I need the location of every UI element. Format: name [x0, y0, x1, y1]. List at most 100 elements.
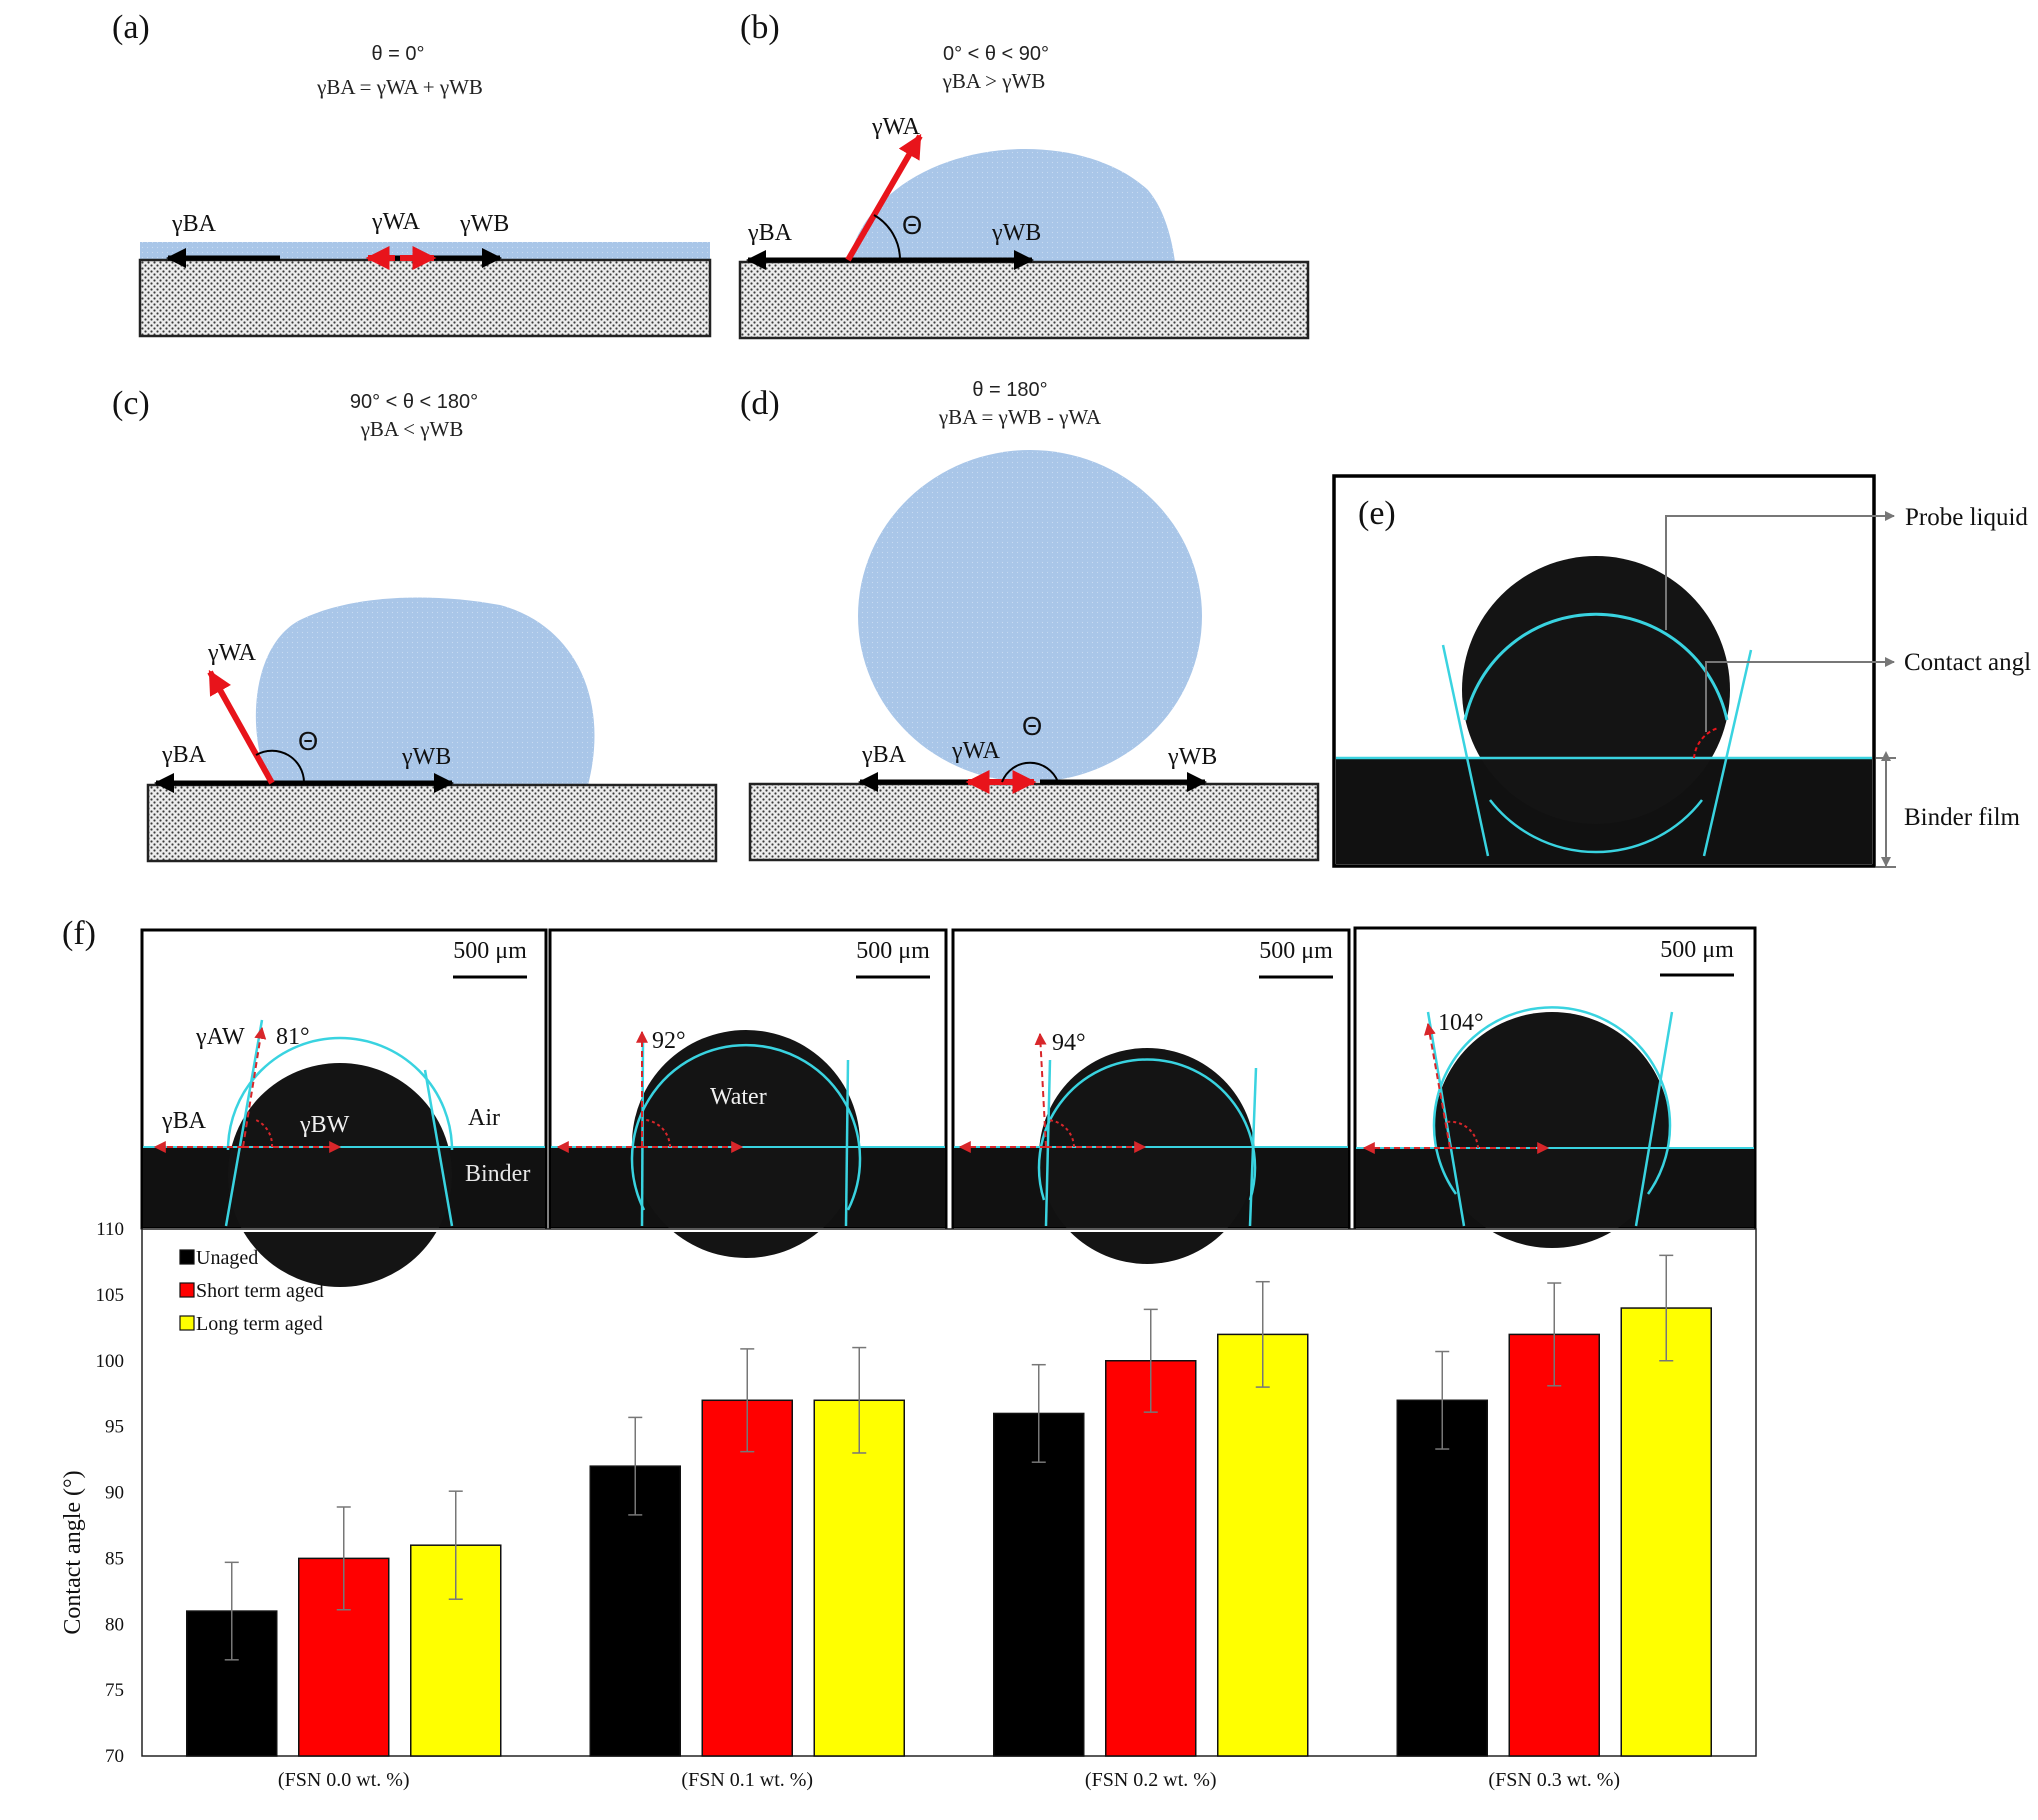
panel-e: (e) Probe liquid Contact angl Binder fil…	[1332, 474, 2031, 868]
y-tick-label: 95	[105, 1417, 124, 1438]
droplet-image-2: 500 μm 92° Water	[548, 928, 948, 1258]
panel-e-binder-label: Binder film	[1904, 804, 2021, 831]
panel-e-probe-leader	[1665, 511, 1895, 630]
droplet-image-4-angle: 104°	[1438, 1010, 1484, 1036]
panel-b-gamma-wa-label: γWA	[871, 114, 921, 140]
panel-b-condition-angle: 0° < θ < 90°	[943, 43, 1049, 65]
scale-bar-label-3: 500 μm	[1259, 938, 1333, 964]
bars	[186, 1307, 1712, 1757]
droplet-image-1: 500 μm 81° γAW γBA γBW Air Binder	[140, 928, 548, 1287]
panel-c-angle-arc	[255, 749, 306, 784]
y-tick-label: 90	[105, 1483, 124, 1504]
panel-b-label: (b)	[740, 9, 780, 46]
panel-d-gamma-wb-label: γWB	[1167, 744, 1217, 770]
panel-a-substrate	[138, 258, 712, 338]
panel-f-label: (f)	[62, 915, 96, 952]
panel-b-gamma-ba-label: γBA	[747, 220, 793, 246]
bar	[1217, 1333, 1309, 1757]
panel-b-substrate	[738, 260, 1310, 340]
panel-c-condition-tension: γBA < γWB	[360, 417, 464, 441]
panel-c-theta-label: Θ	[298, 726, 318, 756]
panel-d-condition-angle: θ = 180°	[972, 379, 1047, 401]
scale-bar-label-2: 500 μm	[856, 938, 930, 964]
droplet-image-1-gamma-ba: γBA	[161, 1108, 207, 1134]
y-tick-label: 80	[105, 1614, 124, 1635]
scale-bar-label-1: 500 μm	[453, 938, 527, 964]
legend-label: Long term aged	[196, 1313, 323, 1335]
panel-e-fit-circle-lower	[1489, 799, 1703, 854]
panel-c-gamma-wa-label: γWA	[207, 640, 257, 666]
droplet-image-1-angle: 81°	[276, 1024, 310, 1050]
panel-d-label: (d)	[740, 385, 780, 422]
droplet-image-2-angle: 92°	[652, 1028, 686, 1054]
bar	[993, 1412, 1085, 1757]
droplet-image-1-gamma-bw: γBW	[299, 1112, 350, 1138]
panel-d-gamma-ba-label: γBA	[861, 742, 907, 768]
panel-c-label: (c)	[112, 385, 150, 422]
bar	[1396, 1399, 1488, 1757]
panel-b-condition-tension: γBA > γWB	[942, 69, 1046, 93]
panel-b-angle-arc	[873, 214, 901, 261]
x-category-label: (FSN 0.1 wt. %)	[681, 1769, 813, 1791]
panel-e-tangent-right	[1702, 649, 1753, 857]
legend-swatch	[179, 1249, 195, 1265]
panel-b-gamma-wb-label: γWB	[991, 220, 1041, 246]
droplet-image-3: 500 μm 94°	[951, 928, 1351, 1264]
panel-c-condition-angle: 90° < θ < 180°	[350, 391, 478, 413]
x-category-label: (FSN 0.2 wt. %)	[1085, 1769, 1217, 1791]
x-axis: (FSN 0.0 wt. %) (FSN 0.1 wt. %) (FSN 0.2 w…	[278, 1769, 1620, 1791]
panel-b-droplet	[848, 148, 1175, 262]
panel-b-gamma-wa-arrow	[845, 133, 923, 262]
panel-c-substrate	[146, 783, 718, 863]
panel-a: (a) θ = 0° γBA = γWA + γWB γBA γWA γWB	[112, 9, 712, 338]
panel-e-contact-label: Contact angl	[1904, 649, 2031, 676]
x-category-label: (FSN 0.3 wt. %)	[1488, 1769, 1620, 1791]
panel-e-contact-arc	[1693, 727, 1719, 759]
panel-d-condition-tension: γBA = γWB - γWA	[938, 405, 1102, 429]
panel-b: (b) 0° < θ < 90° γBA > γWB γWA γBA γWB Θ	[738, 9, 1310, 340]
x-category-label: (FSN 0.0 wt. %)	[278, 1769, 410, 1791]
panel-b-theta-label: Θ	[902, 210, 922, 240]
panel-d-substrate	[748, 782, 1320, 862]
y-tick-label: 85	[105, 1548, 124, 1569]
panel-e-label: (e)	[1358, 495, 1396, 532]
bar	[1508, 1333, 1600, 1757]
panel-d-angle-arc	[1001, 761, 1059, 783]
y-tick-label: 100	[96, 1351, 125, 1372]
panel-c: (c) 90° < θ < 180° γBA < γWB γWA γBA γWB…	[112, 385, 718, 863]
droplet-image-1-gamma-aw: γAW	[195, 1024, 245, 1050]
legend-label: Unaged	[196, 1247, 258, 1269]
panel-e-droplet	[1462, 556, 1730, 824]
panel-d: (d) θ = 180° γBA = γWB - γWA γBA γWA γWB…	[740, 379, 1320, 862]
panel-a-condition-angle: θ = 0°	[371, 43, 424, 65]
scale-bar-label-4: 500 μm	[1660, 937, 1734, 963]
y-tick-label: 105	[96, 1285, 125, 1306]
bar	[1620, 1307, 1712, 1757]
panel-c-gamma-wa-arrow	[207, 669, 275, 785]
bar	[1105, 1360, 1197, 1757]
panel-d-theta-label: Θ	[1022, 711, 1042, 741]
droplet-image-1-air-label: Air	[468, 1105, 500, 1131]
panel-c-gamma-ba-label: γBA	[161, 742, 207, 768]
error-bars	[224, 1254, 1674, 1661]
y-tick-label: 75	[105, 1680, 124, 1701]
legend-swatch	[179, 1315, 195, 1331]
panel-c-gamma-wb-label: γWB	[401, 744, 451, 770]
y-axis: 70 75 80 85 90 95 100 105 110	[96, 1219, 125, 1767]
panel-e-contact-leader	[1705, 657, 1895, 732]
y-tick-label: 110	[96, 1219, 124, 1240]
bar	[701, 1399, 793, 1757]
y-tick-label: 70	[105, 1746, 124, 1767]
droplet-image-2-water-label: Water	[710, 1084, 767, 1110]
panel-f-images: (f) 500 μm 81° γAW γBA γBW Air Binder	[62, 915, 1757, 1287]
panel-e-probe-label: Probe liquid	[1905, 504, 2028, 531]
panel-d-droplet	[858, 450, 1202, 782]
panel-e-tangent-left	[1441, 644, 1490, 857]
panel-a-gamma-wa-label: γWA	[371, 209, 421, 235]
droplet-image-1-binder-label: Binder	[465, 1161, 530, 1187]
droplet-image-4: 500 μm 104°	[1353, 926, 1757, 1248]
panel-c-droplet	[255, 597, 595, 785]
